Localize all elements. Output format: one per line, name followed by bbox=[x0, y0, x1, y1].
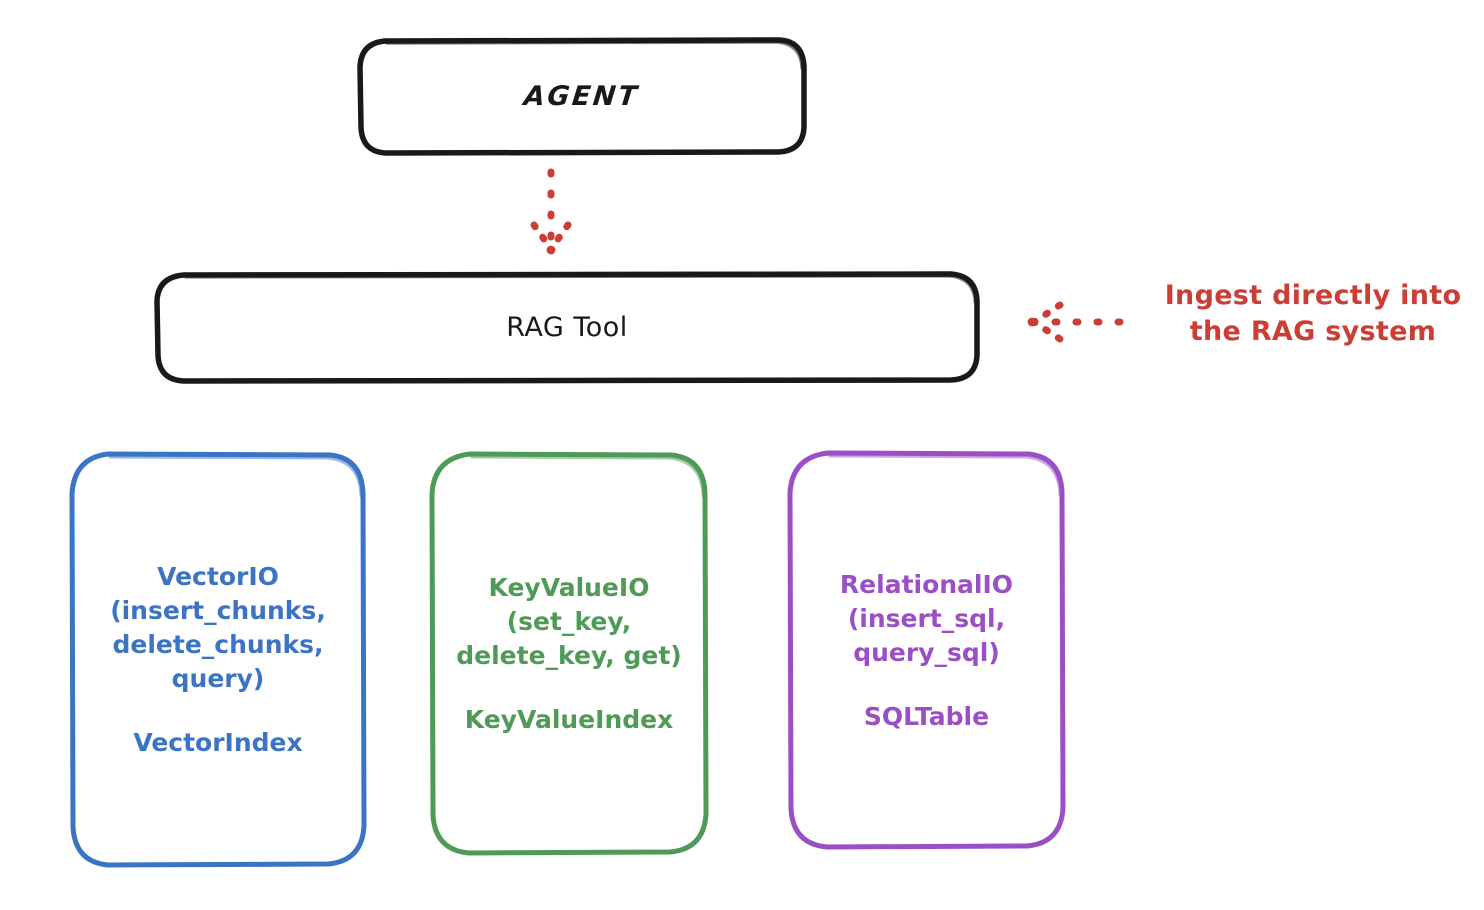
edge-ingest-to-ragtool-icon bbox=[1027, 301, 1124, 343]
vector-io-index-label: VectorIndex bbox=[133, 728, 303, 757]
relational-io-api-label: RelationalIO (insert_sql, query_sql) bbox=[839, 569, 1014, 667]
key-value-io-api-label: KeyValueIO (set_key, delete_key, get) bbox=[456, 573, 682, 670]
agent-label: AGENT bbox=[522, 80, 642, 112]
vector-io-box[interactable]: VectorIO (insert_chunks, delete_chunks, … bbox=[68, 450, 368, 870]
rag-tool-label: RAG Tool bbox=[506, 311, 628, 343]
relational-io-box[interactable]: RelationalIO (insert_sql, query_sql) SQL… bbox=[786, 449, 1067, 852]
rag-tool-box-outline-icon bbox=[154, 271, 980, 384]
relational-io-index-label: SQLTable bbox=[863, 701, 990, 731]
key-value-io-box-outline-icon bbox=[429, 451, 709, 856]
rag-tool-box[interactable]: RAG Tool bbox=[154, 271, 980, 384]
relational-io-box-outline-icon bbox=[787, 450, 1066, 850]
agent-box-outline-icon bbox=[357, 37, 807, 156]
vector-io-api-label: VectorIO (insert_chunks, delete_chunks, … bbox=[110, 562, 326, 693]
edge-agent-to-ragtool-icon bbox=[530, 168, 572, 255]
key-value-io-index-label: KeyValueIndex bbox=[464, 705, 674, 734]
ingest-annotation-label: Ingest directly into the RAG system bbox=[1164, 280, 1462, 347]
vector-io-box-outline-icon bbox=[69, 451, 367, 868]
key-value-io-box[interactable]: KeyValueIO (set_key, delete_key, get) Ke… bbox=[428, 450, 710, 858]
agent-box[interactable]: AGENT bbox=[357, 37, 807, 156]
